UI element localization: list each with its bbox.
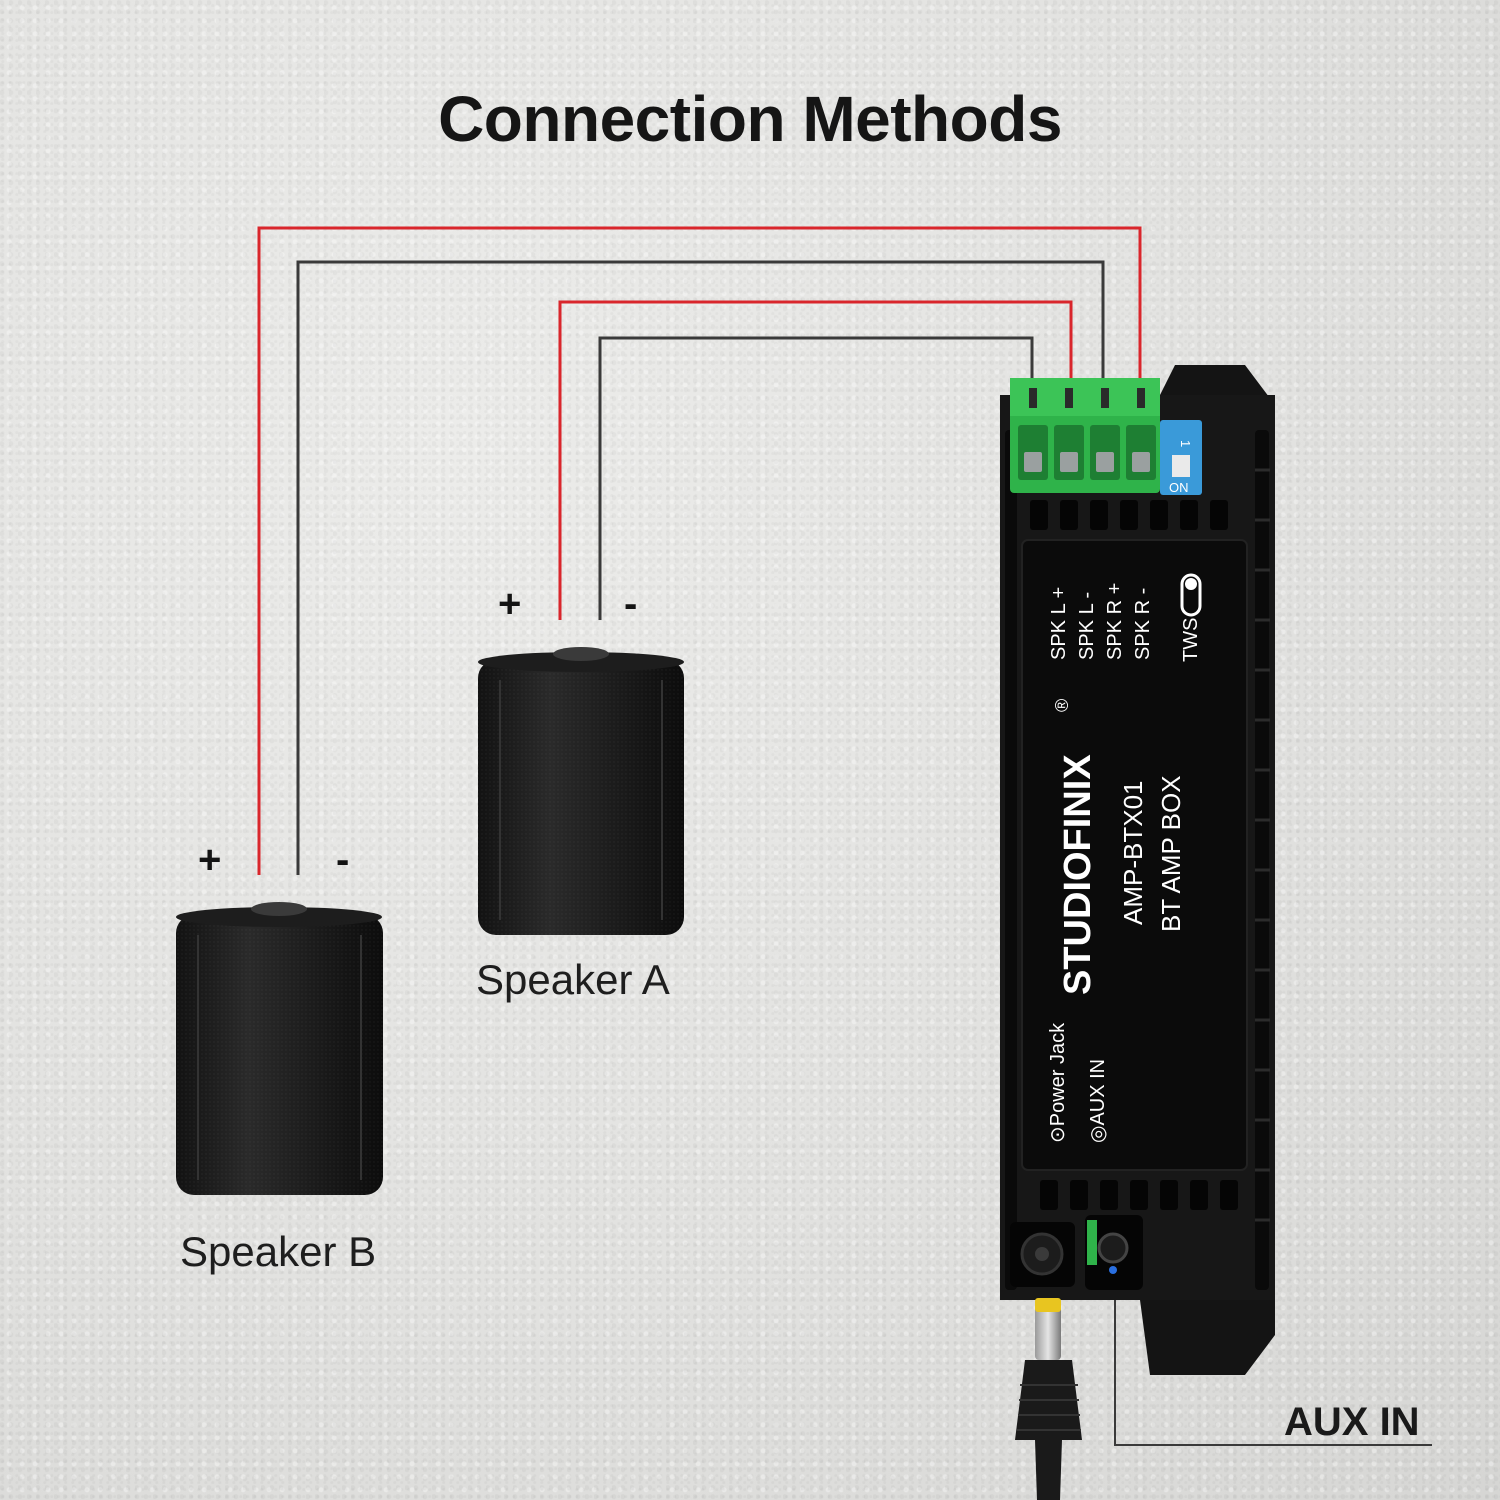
terminal-label-l-plus: SPK L + (1048, 587, 1070, 660)
wire-speaker-a-positive (558, 300, 1073, 620)
wire-speaker-b-positive (257, 226, 1142, 875)
wire-aux-callout (1114, 1260, 1432, 1446)
aux-in-callout: AUX IN (1284, 1400, 1420, 1444)
terminal-label-l-minus: SPK L - (1076, 592, 1098, 660)
speaker-a-minus-label: - (624, 582, 638, 626)
terminal-labels: SPK L + SPK L - SPK R + SPK R - (1048, 583, 1154, 660)
dip-switch-bottom-label: ON (1169, 480, 1189, 495)
aux-in-port[interactable] (1085, 1215, 1143, 1290)
tws-dip-switch[interactable] (1160, 420, 1202, 495)
amp-device (1000, 365, 1275, 1375)
tws-toggle-icon (1180, 573, 1202, 617)
dip-switch-top-label: 1 (1178, 440, 1193, 447)
power-jack-label: ⊙Power Jack (1047, 1022, 1069, 1143)
speaker-b (176, 902, 383, 1195)
speaker-terminal-block[interactable] (1010, 378, 1160, 493)
page-title: Connection Methods (438, 83, 1062, 155)
speaker-a-label: Speaker A (476, 956, 670, 1003)
terminal-label-r-plus: SPK R + (1104, 583, 1126, 660)
registered-mark: ® (1052, 699, 1072, 712)
power-jack[interactable] (1010, 1222, 1075, 1287)
device-name: BT AMP BOX (1156, 775, 1186, 932)
brand-name: STUDIOFINIX (1057, 754, 1099, 995)
wire-speaker-a-negative (598, 336, 1034, 620)
terminal-label-r-minus: SPK R - (1132, 588, 1154, 660)
tws-label: TWS (1180, 618, 1202, 662)
speaker-b-plus-label: + (198, 838, 222, 882)
speaker-a (478, 647, 684, 935)
power-plug (1015, 1298, 1082, 1500)
wire-speaker-b-negative (296, 260, 1105, 875)
speaker-b-minus-label: - (336, 838, 350, 882)
speaker-b-label: Speaker B (180, 1228, 377, 1275)
aux-in-label: ◎AUX IN (1087, 1059, 1109, 1143)
speaker-a-plus-label: + (498, 582, 522, 626)
model-number: AMP-BTX01 (1118, 781, 1148, 926)
